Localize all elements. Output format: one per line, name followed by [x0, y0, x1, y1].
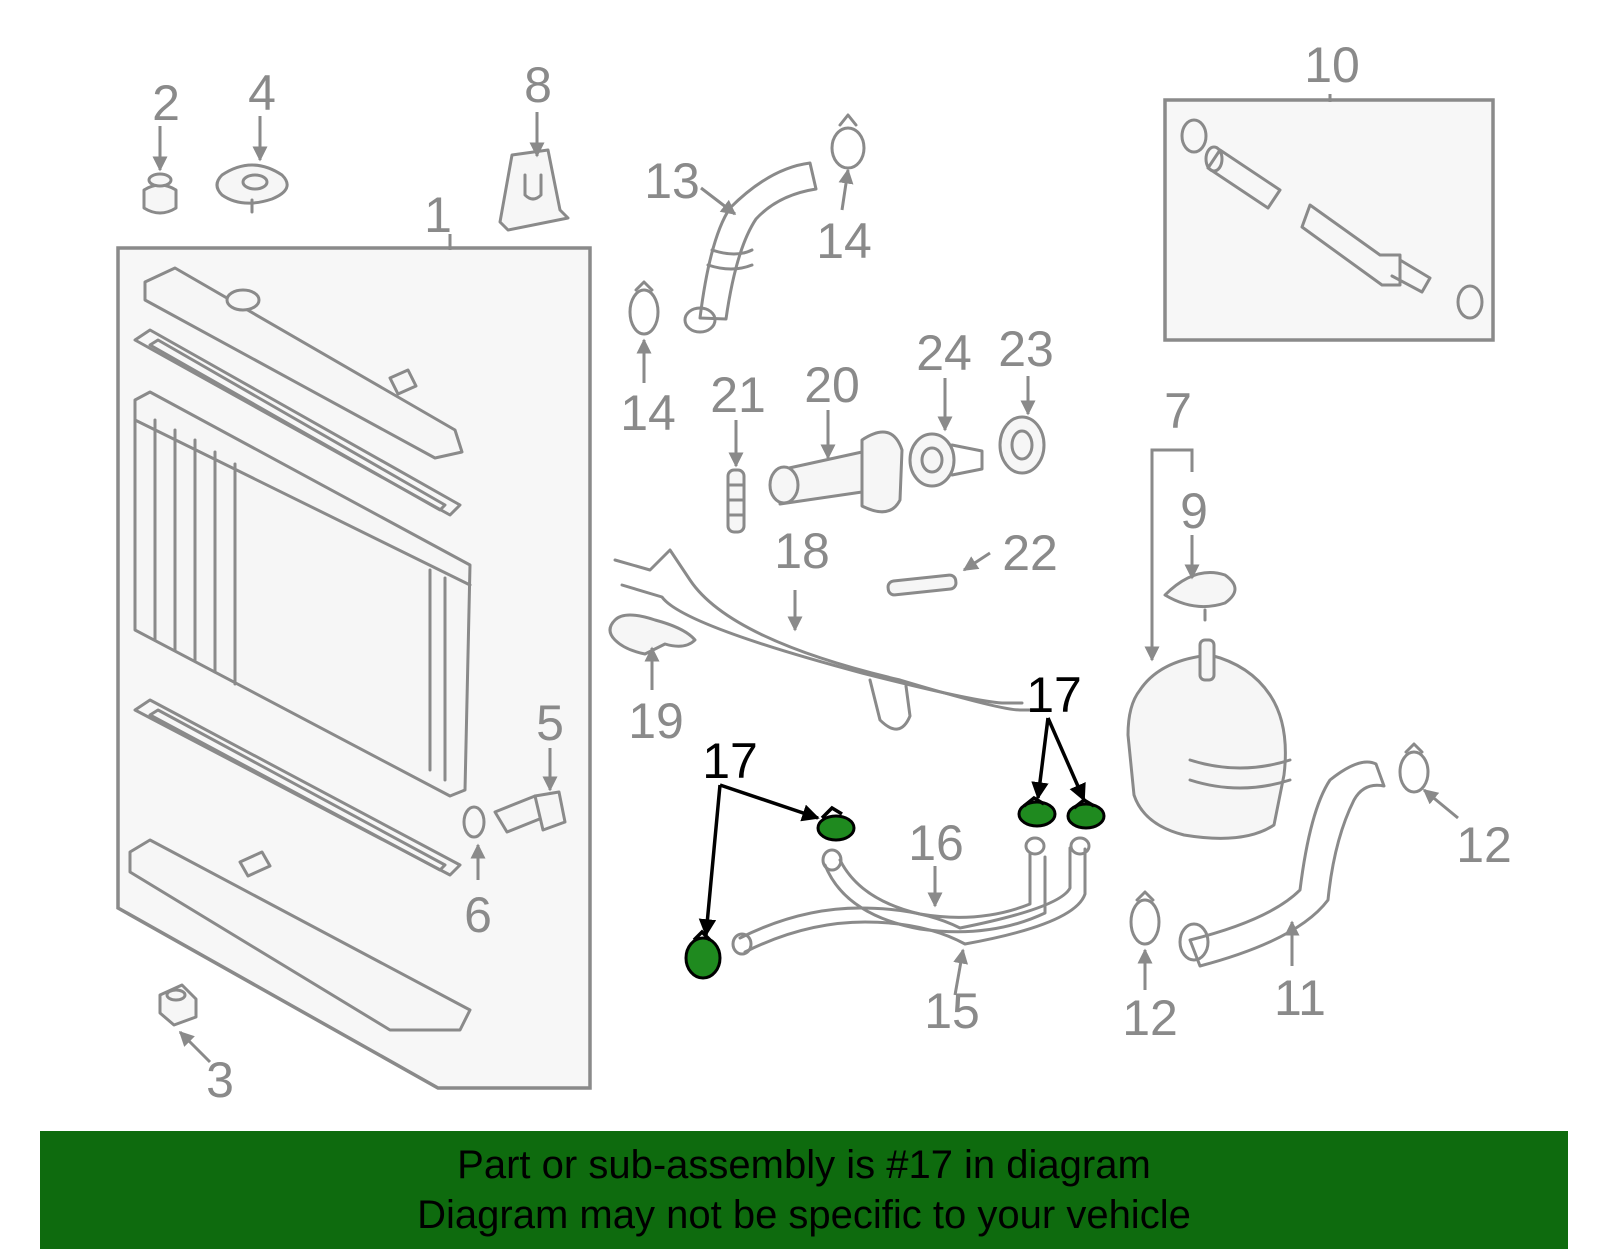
info-banner: Part or sub-assembly is #17 in diagram D… — [40, 1131, 1568, 1249]
callout-20: 20 — [804, 357, 860, 413]
part-17-clamp-d[interactable] — [1066, 797, 1106, 830]
part-17-clamp-c[interactable] — [1017, 795, 1057, 828]
part-21-stud — [726, 468, 746, 534]
part-4-bracket — [215, 163, 289, 214]
part-12-clamp-lower — [1129, 890, 1161, 946]
part-2-cap — [142, 172, 178, 215]
callout-17-left: 17 — [702, 733, 758, 789]
info-banner-line-1: Part or sub-assembly is #17 in diagram — [457, 1143, 1151, 1187]
callout-21: 21 — [710, 367, 766, 423]
callout-3: 3 — [206, 1052, 234, 1108]
callout-12-lower: 12 — [1122, 990, 1178, 1046]
callout-4: 4 — [248, 65, 276, 121]
callout-24: 24 — [916, 325, 972, 381]
callout-18: 18 — [774, 523, 830, 579]
callout-19: 19 — [628, 693, 684, 749]
part-14-clamp-lower — [628, 280, 660, 336]
callout-numbers: 1 2 3 4 5 6 7 8 9 10 11 12 12 13 14 14 1… — [152, 37, 1512, 1108]
part-17-clamp-a[interactable] — [816, 805, 856, 842]
part-22-stud — [886, 573, 958, 597]
callout-12-right: 12 — [1456, 817, 1512, 873]
leader-lines — [152, 94, 1459, 1064]
part-13-hose — [683, 161, 818, 334]
part-9-cap — [1163, 571, 1237, 622]
part-11-hose — [1178, 760, 1386, 968]
part-7-reservoir — [1126, 638, 1292, 840]
callout-17-right: 17 — [1026, 667, 1082, 723]
callout-5: 5 — [536, 695, 564, 751]
callout-7: 7 — [1164, 383, 1192, 439]
part-3-nut — [158, 983, 198, 1027]
callout-14-upper: 14 — [816, 213, 872, 269]
part-10-hose-kit — [1163, 98, 1495, 342]
part-17-clamp-b[interactable] — [684, 929, 722, 980]
part-23-gasket — [998, 415, 1046, 475]
part-19-gasket — [608, 613, 697, 656]
part-12-clamp-right — [1398, 742, 1430, 794]
part-14-clamp-upper — [830, 113, 866, 170]
part-20-water-inlet — [768, 430, 904, 514]
callout-15: 15 — [924, 983, 980, 1039]
callout-6: 6 — [464, 887, 492, 943]
part-18-pipe — [613, 548, 1042, 731]
callout-16: 16 — [908, 815, 964, 871]
leader-lines-17 — [698, 717, 1086, 937]
callout-9: 9 — [1180, 483, 1208, 539]
callout-1: 1 — [424, 187, 452, 243]
info-banner-line-2: Diagram may not be specific to your vehi… — [417, 1193, 1191, 1237]
callout-11: 11 — [1274, 970, 1326, 1026]
callout-22: 22 — [1002, 525, 1058, 581]
callout-13: 13 — [644, 153, 700, 209]
part-16-hose — [821, 836, 1091, 934]
part-8-bracket — [498, 148, 570, 232]
part-5-drain-cock — [493, 790, 567, 834]
radiator-assembly — [116, 246, 592, 1090]
callout-2: 2 — [152, 75, 180, 131]
part-24-thermostat — [908, 432, 984, 488]
callout-8: 8 — [524, 57, 552, 113]
callout-23: 23 — [998, 321, 1054, 377]
callout-14-lower: 14 — [620, 385, 676, 441]
part-6-oring — [462, 805, 486, 839]
callout-10: 10 — [1304, 37, 1360, 93]
